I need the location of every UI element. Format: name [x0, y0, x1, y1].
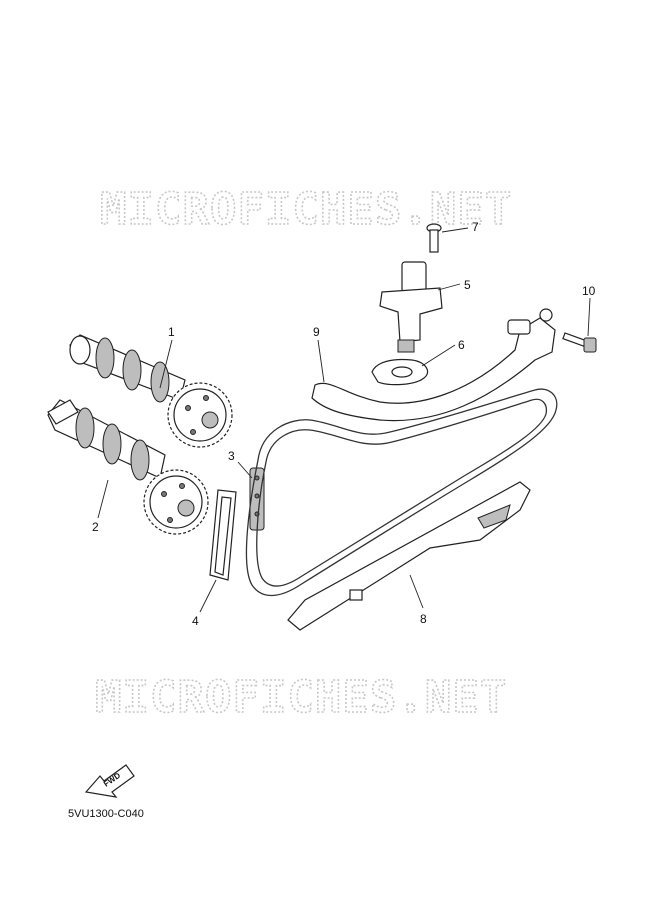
- callout-7: 7: [472, 220, 479, 234]
- part-5-tensioner[interactable]: [379, 261, 443, 353]
- cam-chain[interactable]: [245, 388, 558, 597]
- callout-1: 1: [168, 325, 175, 339]
- callout-8: 8: [420, 612, 427, 626]
- callout-5: 5: [464, 278, 471, 292]
- callout-6: 6: [458, 338, 465, 352]
- part-8-chain-guide[interactable]: [287, 481, 531, 631]
- callout-3: 3: [228, 449, 235, 463]
- camshaft-2[interactable]: [47, 399, 209, 535]
- part-3-chain-link[interactable]: [249, 467, 265, 531]
- watermark-bottom: MICROFICHES.NET: [95, 672, 507, 723]
- fwd-arrow-icon: FWD: [84, 764, 135, 798]
- callout-4: 4: [192, 614, 199, 628]
- callout-10: 10: [582, 284, 596, 298]
- part-4-guide[interactable]: [209, 489, 237, 581]
- part-9-tensioner-arm[interactable]: [311, 308, 556, 422]
- watermark-top: MICROFICHES.NET: [100, 184, 512, 235]
- part-10-bolt[interactable]: [562, 332, 597, 353]
- part-6-gasket[interactable]: [371, 358, 429, 386]
- part-7-bolt[interactable]: [426, 223, 442, 253]
- diagram-code: 5VU1300-C040: [68, 808, 144, 820]
- callout-9: 9: [313, 325, 320, 339]
- camshaft-1[interactable]: [69, 334, 233, 448]
- callout-2: 2: [92, 520, 99, 534]
